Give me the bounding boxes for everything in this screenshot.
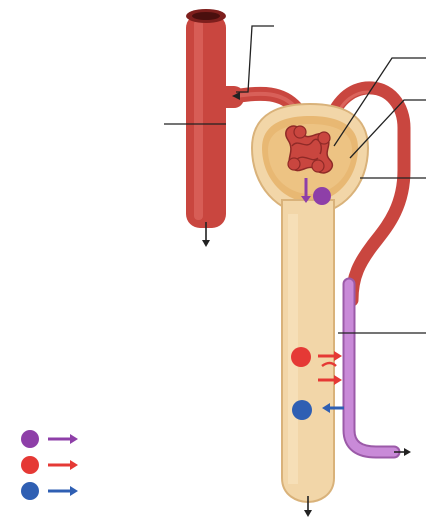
collecting-duct — [349, 284, 411, 456]
vessel-outgoing-label-line — [236, 26, 274, 92]
purple-dot — [313, 187, 331, 205]
legend — [21, 430, 78, 500]
legend-item-blue — [21, 482, 78, 500]
red-dot — [291, 347, 311, 367]
blue-dot — [292, 400, 312, 420]
legend-item-purple — [21, 430, 78, 448]
legend-item-red — [21, 456, 78, 474]
blood-vessel — [186, 9, 244, 247]
